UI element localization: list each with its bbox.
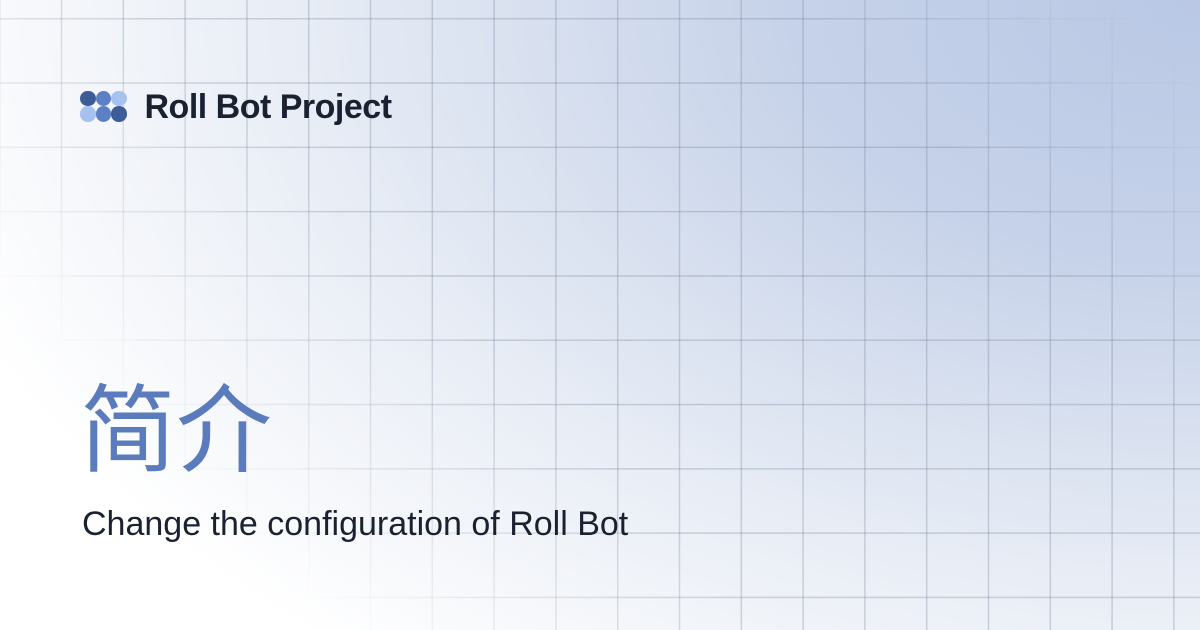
title-block: 简介 Change the configuration of Roll Bot [80,384,628,545]
brand-name: Roll Bot Project [144,88,393,126]
logo-dot [111,106,127,122]
logo-dot [95,106,111,122]
logo-dot [80,106,96,122]
logo-dot [80,90,96,106]
brand-header: Roll Bot Project [80,88,392,124]
page-title: 简介 [80,378,272,485]
page-description: Change the configuration of Roll Bot [82,505,629,543]
logo-dot [111,90,127,106]
dots-grid-logo-icon [80,90,127,122]
logo-dot [95,90,111,106]
